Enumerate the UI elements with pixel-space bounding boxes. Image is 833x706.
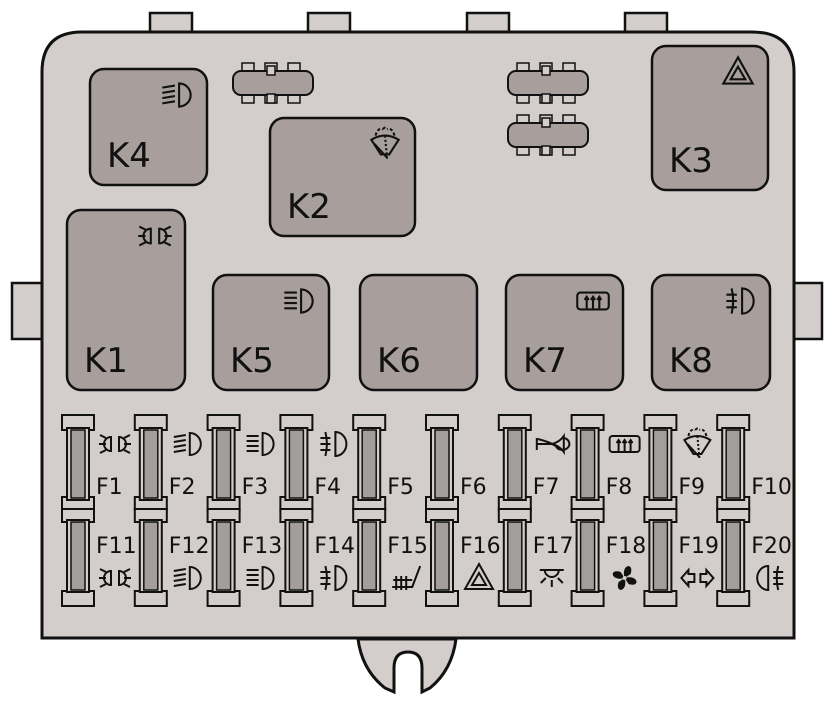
fuse-label: F11 (96, 534, 137, 559)
fuse-f20[interactable]: F20 (716, 508, 792, 607)
relay-label: K2 (287, 187, 331, 227)
front-fog-light-icon (320, 430, 348, 458)
low-beam-icon (246, 431, 275, 457)
fuse-f12[interactable]: F12 (133, 508, 210, 607)
fuse-label: F17 (533, 534, 574, 559)
fuse-label: F14 (314, 534, 355, 559)
fuse-label: F1 (96, 475, 123, 500)
front-fog-light-icon (726, 287, 755, 315)
relay-label: K1 (84, 341, 128, 381)
relay-label: K7 (523, 341, 567, 381)
fuse-f14[interactable]: F14 (279, 508, 355, 607)
fuse-label: F16 (460, 534, 501, 559)
front-fog-light-icon (320, 564, 348, 592)
fuse-label: F9 (678, 475, 705, 500)
hazard-warning-icon (463, 561, 495, 590)
fuse-f8[interactable]: F8 (570, 414, 641, 511)
horn-icon (535, 432, 571, 456)
fuse-f1[interactable]: F1 (61, 414, 131, 511)
relay-k7[interactable]: K7 (504, 273, 625, 392)
relay-k3[interactable]: K3 (650, 44, 770, 192)
fuse-label: F3 (242, 475, 269, 500)
mounting-clip (356, 637, 458, 695)
fuse-label: F6 (460, 475, 487, 500)
fuse-f11[interactable]: F11 (61, 508, 137, 607)
relay-k4[interactable]: K4 (88, 67, 209, 187)
relay-label: K4 (107, 136, 151, 176)
fuse-label: F13 (242, 534, 283, 559)
fuse-label: F10 (751, 475, 792, 500)
low-beam-icon (284, 288, 314, 314)
fuse-f17[interactable]: F17 (497, 508, 574, 607)
fuse-f4[interactable]: F4 (279, 414, 348, 511)
fan-icon (612, 566, 637, 590)
fuse-label: F15 (387, 534, 428, 559)
relay-k8[interactable]: K8 (650, 273, 772, 392)
fuse-label: F2 (169, 475, 196, 500)
fuse-f19[interactable]: F19 (643, 508, 719, 607)
fuse-label: F20 (751, 534, 792, 559)
fuse-f9[interactable]: F9 (643, 414, 712, 511)
rear-defrost-icon (608, 435, 641, 453)
housing-tabs (10, 11, 824, 341)
rear-defrost-icon (576, 291, 610, 311)
side-lights-icon (138, 225, 172, 247)
heated-seat-icon (392, 565, 422, 590)
hazard-warning-icon (721, 55, 755, 85)
relay-label: K6 (377, 341, 421, 381)
windshield-washer-icon (369, 126, 401, 159)
fuse-label: F19 (678, 534, 719, 559)
fuse-label: F12 (169, 534, 210, 559)
windshield-washer-icon (683, 427, 712, 459)
diode-connector (507, 114, 589, 156)
high-beam-icon (173, 565, 202, 591)
diode-connector (232, 62, 314, 104)
fuse-label: F5 (387, 475, 414, 500)
relay-label: K8 (669, 341, 713, 381)
side-lights-icon (99, 434, 131, 454)
interior-light-icon (539, 569, 564, 587)
relay-k5[interactable]: K5 (211, 273, 331, 392)
relay-label: K5 (230, 341, 274, 381)
rear-fog-light-icon (756, 564, 784, 592)
fuse-f7[interactable]: F7 (497, 414, 571, 511)
fuse-f18[interactable]: F18 (570, 508, 647, 607)
fuse-label: F18 (606, 534, 647, 559)
high-beam-icon (173, 431, 202, 457)
side-tab-right (790, 281, 824, 341)
low-beam-icon (246, 565, 275, 591)
fuse-f13[interactable]: F13 (206, 508, 283, 607)
relay-k6[interactable]: K6 (358, 273, 479, 392)
fuse-label: F7 (533, 475, 560, 500)
side-lights-icon (99, 568, 131, 588)
fuse-label: F4 (314, 475, 341, 500)
side-tab-left (10, 281, 46, 341)
turn-signal-icon (680, 567, 715, 589)
relay-label: K3 (669, 141, 713, 181)
connectors (232, 62, 589, 156)
relay-k2[interactable]: K2 (268, 116, 417, 238)
fuse-f10[interactable]: F10 (716, 414, 792, 511)
high-beam-icon (162, 82, 192, 108)
fuse-f15[interactable]: F15 (352, 508, 428, 607)
fuse-label: F8 (606, 475, 633, 500)
diode-connector (507, 62, 589, 104)
fuse-f2[interactable]: F2 (133, 414, 202, 511)
relay-k1[interactable]: K1 (65, 208, 187, 392)
fuse-f16[interactable]: F16 (425, 508, 501, 607)
fuse-f3[interactable]: F3 (206, 414, 275, 511)
fuse-f5[interactable]: F5 (352, 414, 414, 511)
